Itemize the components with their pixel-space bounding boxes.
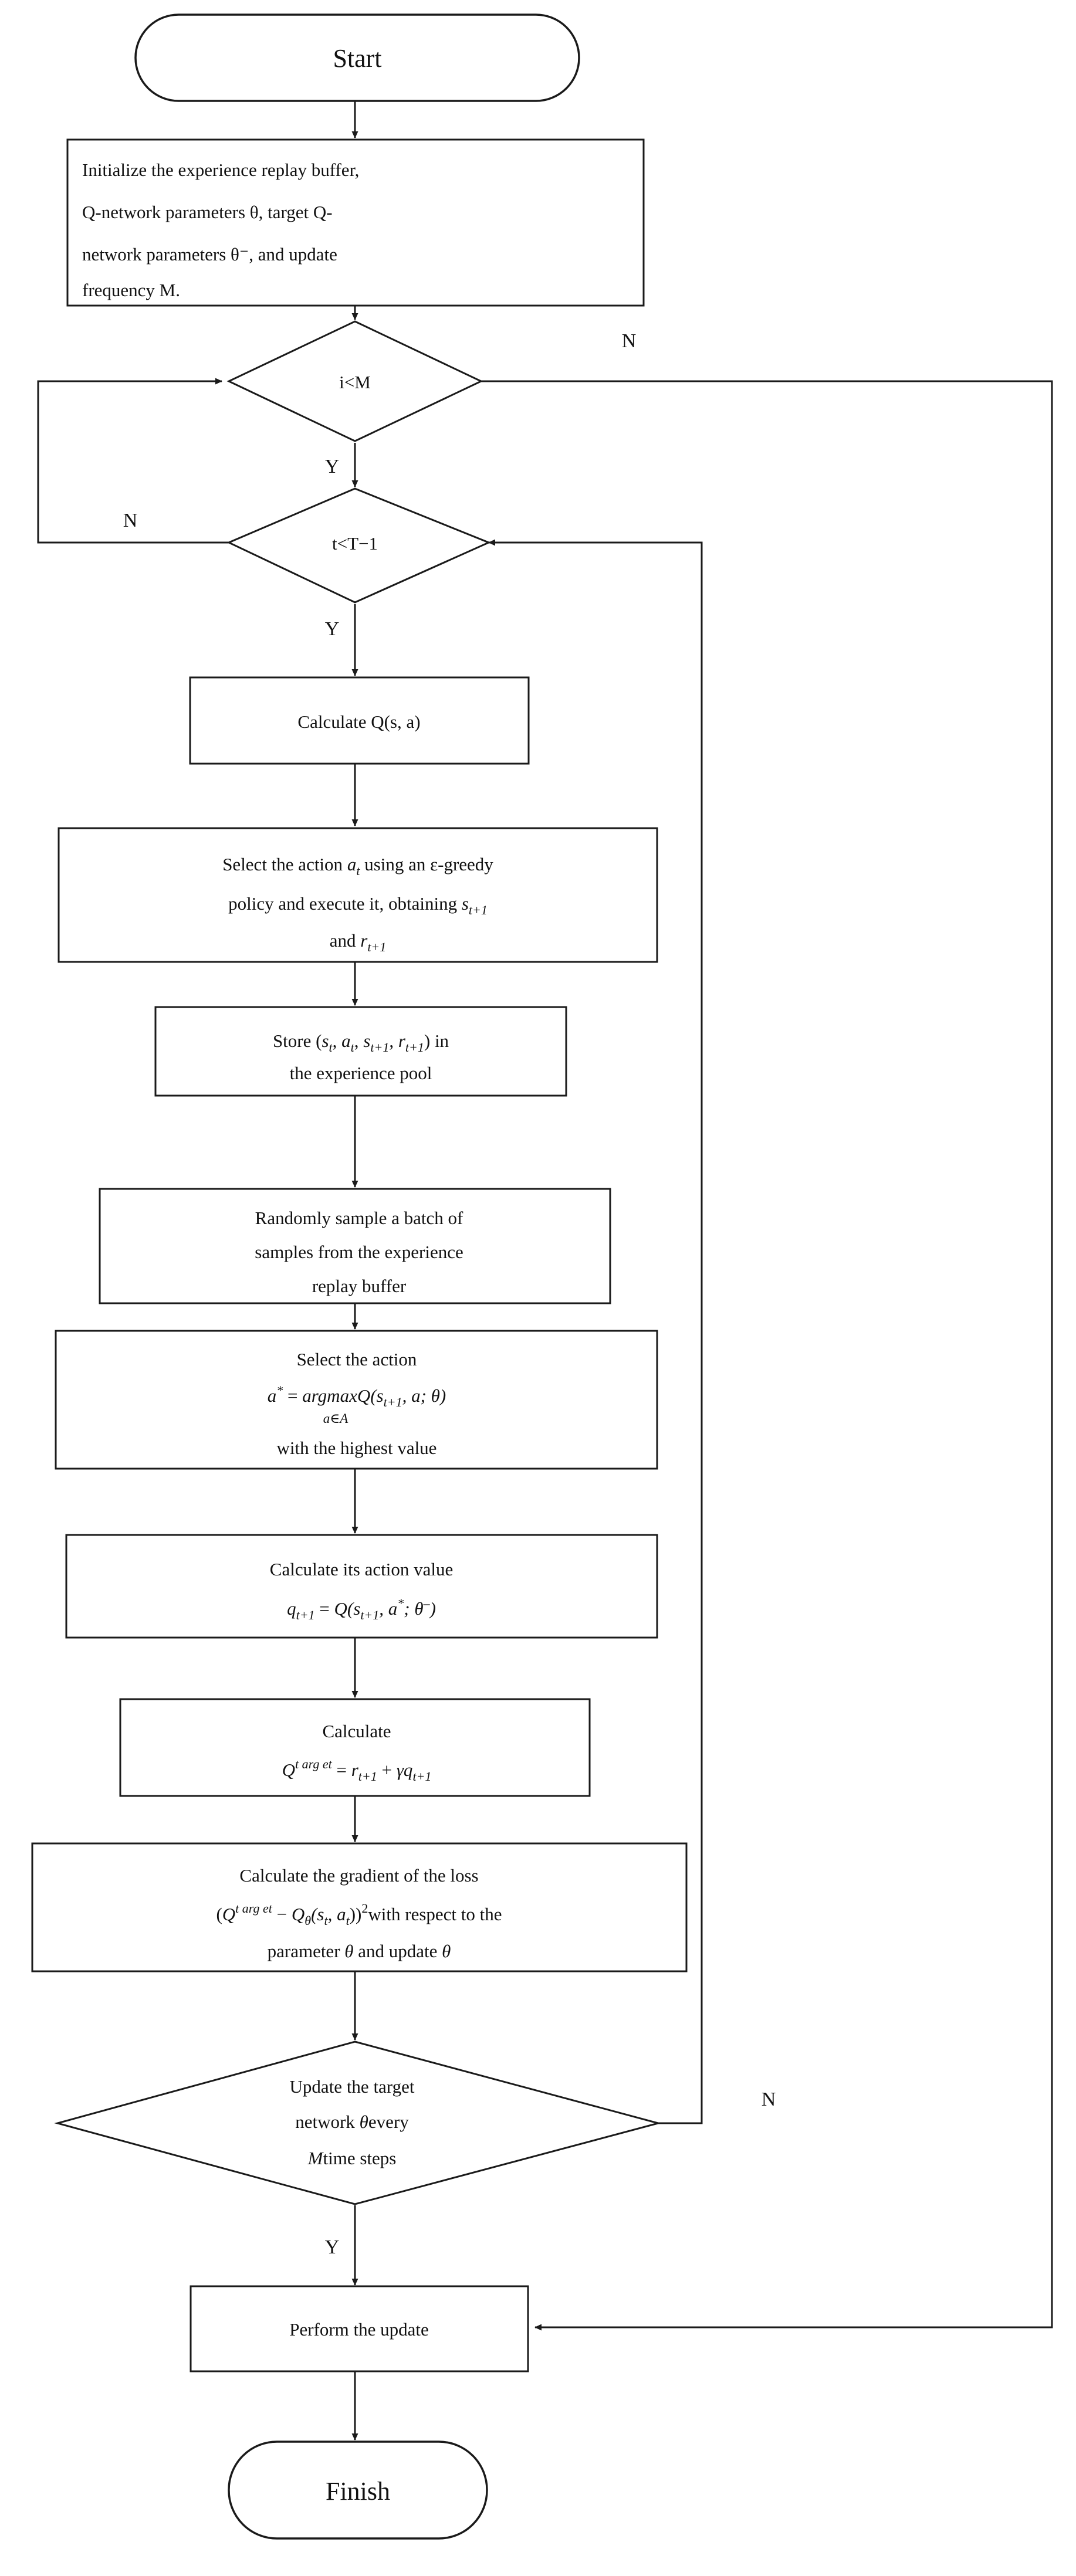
decision-i-shape	[226, 320, 483, 442]
decision-update-line-3: Mtime steps	[307, 2148, 397, 2168]
store-line-1: Store (st, at, st+1, rt+1) in	[273, 1031, 449, 1055]
node-calc-action-value[interactable]: Calculate its action value qt+1 = Q(st+1…	[65, 1534, 658, 1639]
calc-q-target-formula: Qt arg et = rt+1 + γqt+1	[282, 1757, 432, 1784]
finish-shape	[228, 2441, 488, 2540]
select-argmax-shape	[55, 1330, 658, 1470]
node-calculate-q[interactable]: Calculate Q(s, a)	[189, 676, 530, 765]
calc-gradient-line-3: parameter θ and update θ	[268, 1941, 451, 1961]
calc-action-value-shape	[65, 1534, 658, 1639]
select-action-line-1: Select the action at using an ε-greedy	[222, 854, 493, 878]
node-select-argmax[interactable]: Select the action a* = argmaxQ(st+1, a; …	[55, 1330, 658, 1470]
select-argmax-line-1: Select the action	[297, 1349, 417, 1370]
decision-t-shape	[226, 487, 491, 604]
node-start[interactable]: Start	[134, 13, 580, 102]
node-decision-update-target[interactable]: Update the target network θevery Mtime s…	[54, 2041, 662, 2205]
perform-update-shape	[190, 2285, 529, 2372]
decision-t-label: t<T−1	[332, 533, 378, 554]
edge-decision-t-no-to-decision-i	[37, 378, 229, 544]
connectors	[37, 101, 1053, 2441]
branch-label-update-no: N	[762, 2089, 776, 2110]
finish-label: Finish	[326, 2477, 390, 2506]
calc-gradient-shape	[31, 1842, 688, 1972]
sample-batch-line-2: samples from the experience	[255, 1242, 463, 1262]
initialize-line-4: frequency M.	[82, 280, 180, 300]
branch-label-i-no: N	[622, 330, 637, 352]
select-argmax-subscript: a∈A	[323, 1411, 349, 1426]
node-decision-t-lt-t1[interactable]: t<T−1	[226, 487, 491, 604]
node-calc-q-target[interactable]: Calculate Qt arg et = rt+1 + γqt+1	[119, 1698, 591, 1797]
sample-batch-shape	[99, 1188, 611, 1304]
decision-update-line-1: Update the target	[290, 2076, 415, 2097]
node-sample-batch[interactable]: Randomly sample a batch of samples from …	[99, 1188, 611, 1304]
sample-batch-line-1: Randomly sample a batch of	[255, 1208, 463, 1228]
initialize-line-2: Q-network parameters θ, target Q-	[82, 202, 333, 222]
start-shape	[134, 13, 580, 102]
initialize-line-1: Initialize the experience replay buffer,	[82, 160, 359, 180]
node-initialize[interactable]: Initialize the experience replay buffer,…	[66, 138, 645, 307]
branch-label-t-yes: Y	[325, 618, 340, 640]
select-action-shape	[57, 827, 658, 963]
branch-label-i-yes: Y	[325, 456, 340, 477]
select-argmax-formula: a* = argmaxQ(st+1, a; θ)	[268, 1383, 446, 1409]
start-label: Start	[333, 44, 381, 73]
calculate-q-shape	[189, 676, 530, 765]
store-line-2: the experience pool	[290, 1063, 432, 1083]
calc-action-value-line-1: Calculate its action value	[270, 1559, 453, 1580]
select-argmax-line-4: with the highest value	[277, 1438, 437, 1458]
select-action-line-2: policy and execute it, obtaining st+1	[228, 893, 488, 917]
branch-label-t-no: N	[123, 510, 138, 531]
node-calc-gradient[interactable]: Calculate the gradient of the loss (Qt a…	[31, 1842, 688, 1972]
decision-update-shape	[54, 2041, 662, 2205]
node-perform-update[interactable]: Perform the update	[190, 2285, 529, 2372]
calc-gradient-line-1: Calculate the gradient of the loss	[239, 1865, 478, 1886]
initialize-shape	[66, 138, 645, 307]
calc-action-value-formula: qt+1 = Q(st+1, a*; θ–)	[287, 1596, 436, 1622]
initialize-line-3: network parameters θ⁻, and update	[82, 244, 337, 265]
calc-gradient-formula: (Qt arg et − Qθ(st, at))2with respect to…	[216, 1901, 502, 1928]
edge-decision-i-no-to-perform-update	[481, 380, 1053, 2331]
node-finish[interactable]: Finish	[228, 2441, 488, 2540]
node-select-action-epsilon[interactable]: Select the action at using an ε-greedy p…	[57, 827, 658, 963]
branch-label-update-yes: Y	[325, 2236, 340, 2258]
decision-i-label: i<M	[339, 372, 371, 392]
select-action-line-3: and rt+1	[330, 930, 387, 954]
decision-update-line-2: network θevery	[295, 2111, 409, 2132]
edge-decision-update-no-to-decision-t	[488, 539, 703, 2124]
calc-q-target-line-1: Calculate	[322, 1721, 391, 1741]
node-store-transition[interactable]: Store (st, at, st+1, rt+1) in the experi…	[154, 1006, 567, 1097]
sample-batch-line-3: replay buffer	[312, 1276, 407, 1296]
perform-update-label: Perform the update	[289, 2319, 429, 2340]
store-shape	[154, 1006, 567, 1097]
calculate-q-label: Calculate Q(s, a)	[297, 711, 420, 732]
node-decision-i-lt-m[interactable]: i<M	[226, 320, 483, 442]
calc-q-target-shape	[119, 1698, 591, 1797]
